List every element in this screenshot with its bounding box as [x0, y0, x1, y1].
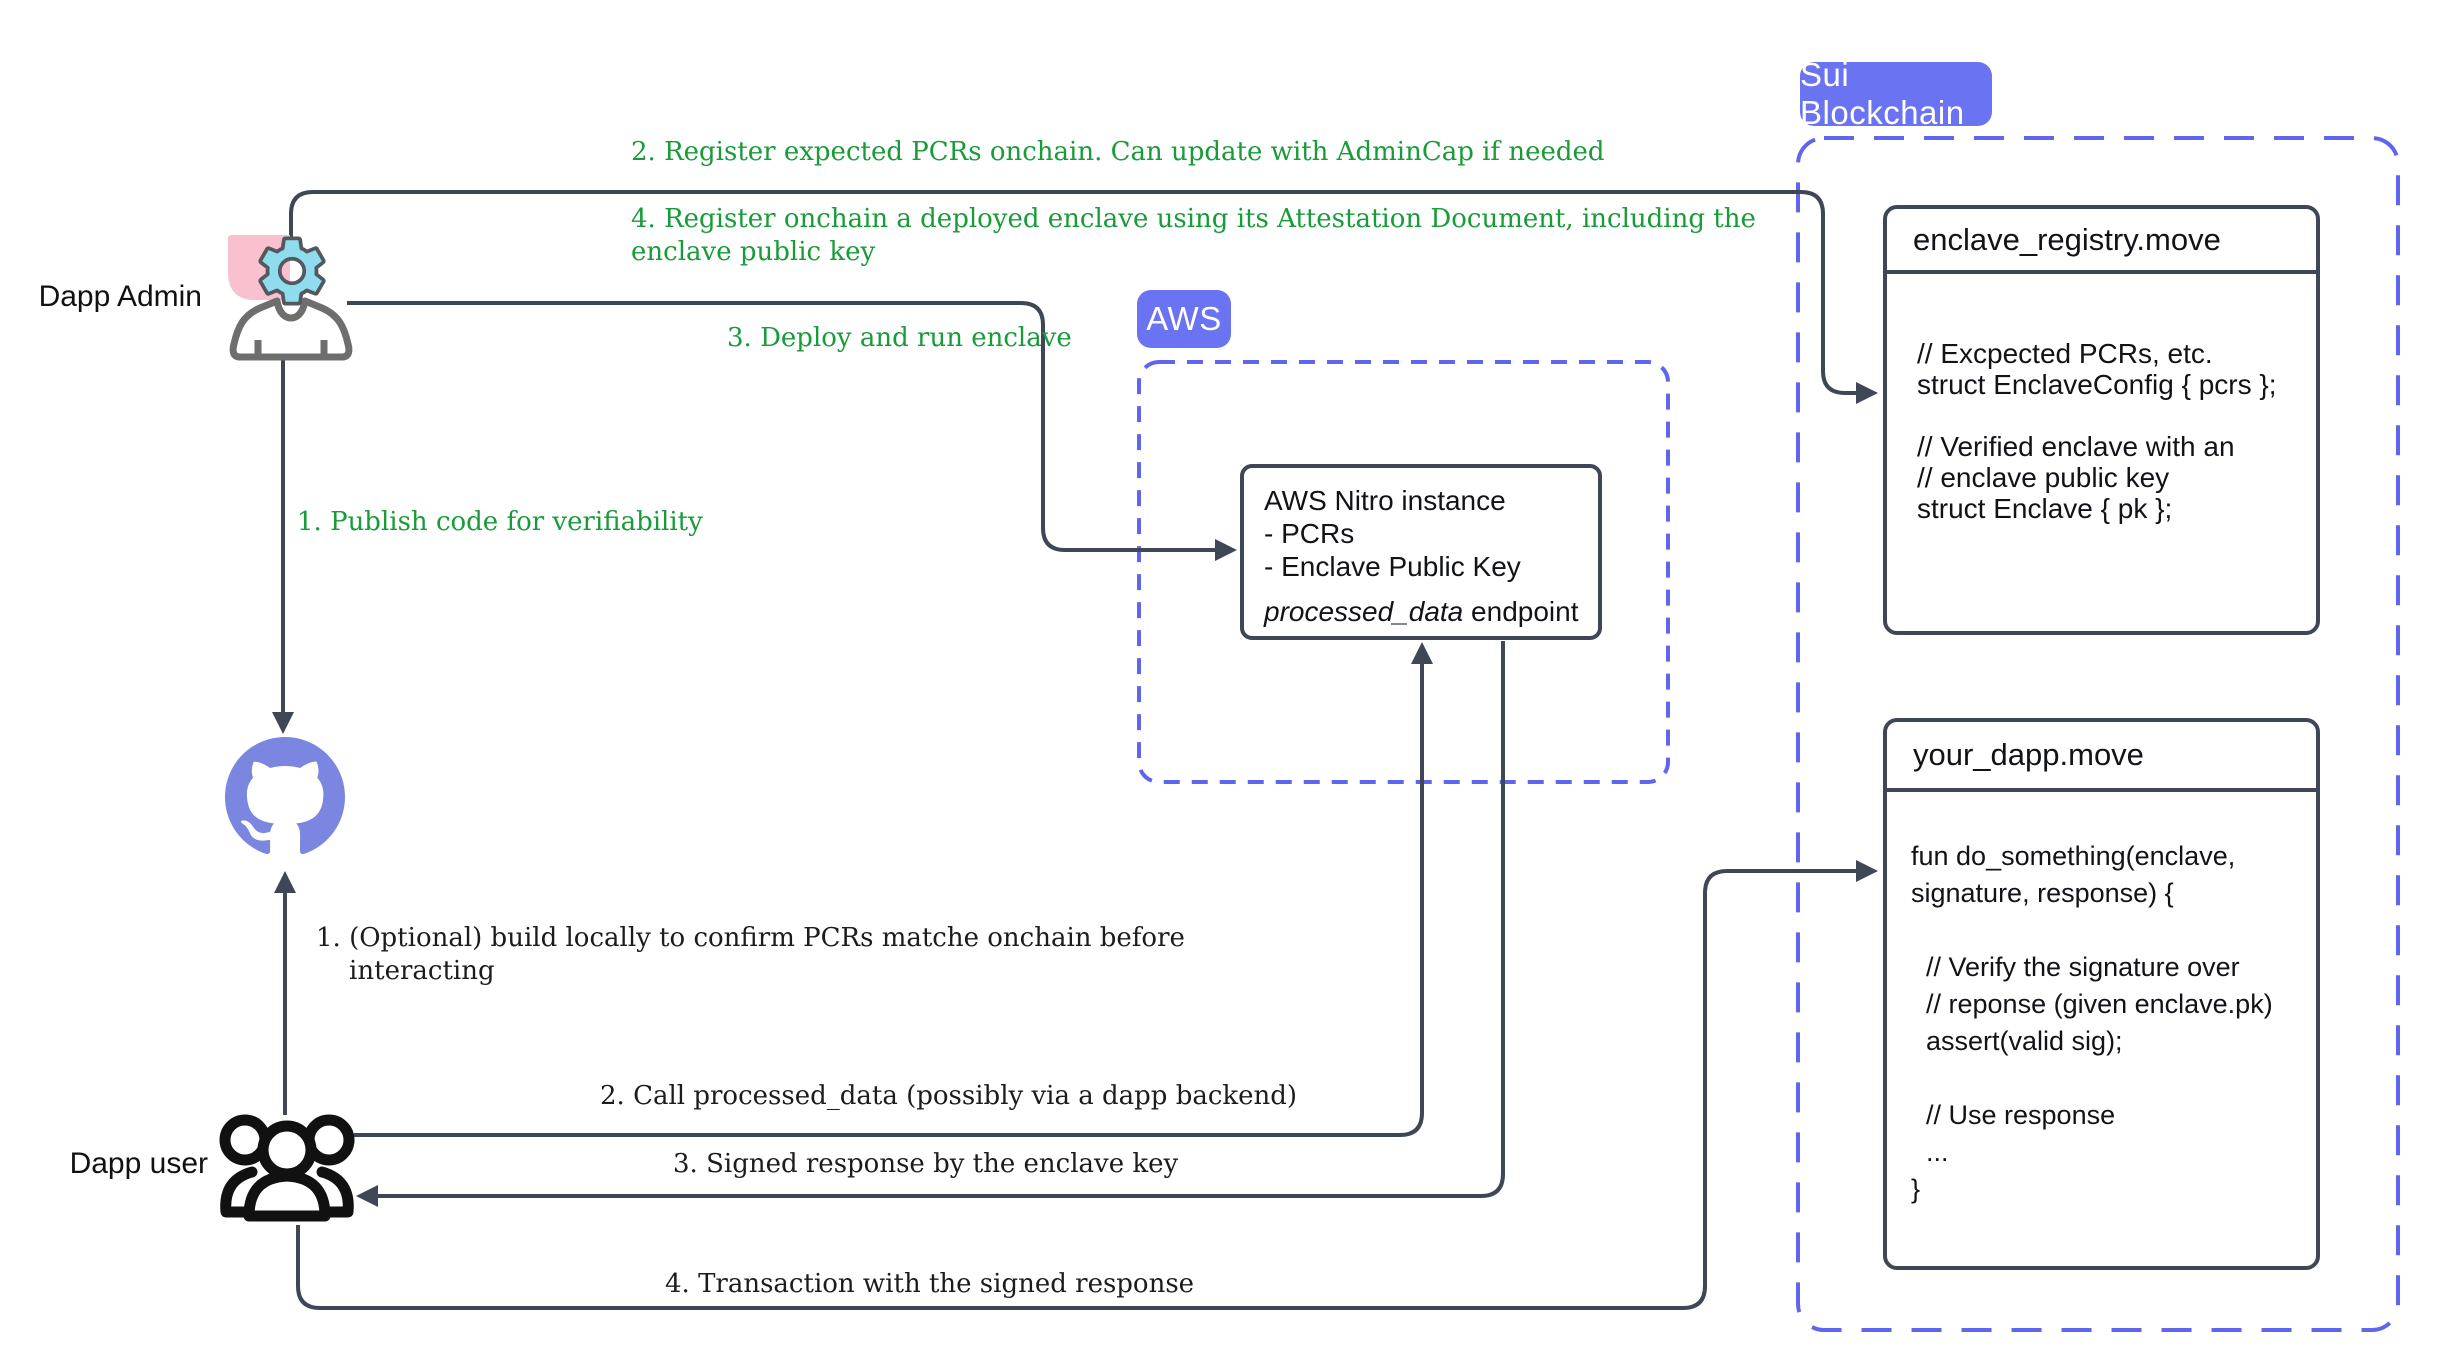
wire-transaction [296, 869, 1856, 1310]
annotation-deploy-enclave: 3. Deploy and run enclave [727, 323, 1072, 353]
your-dapp-move-box: your_dapp.move fun do_something(enclave,… [1883, 718, 2320, 1270]
annotation-call-endpoint: 2. Call processed_data (possibly via a d… [600, 1081, 1298, 1111]
github-icon [225, 737, 345, 855]
annotation-publish-code: 1. Publish code for verifiability [297, 507, 703, 537]
annotation-build-locally: 1. (Optional) build locally to confirm P… [316, 923, 1185, 986]
dapp-user-label: Dapp user [69, 1147, 208, 1180]
shoulder-right [316, 1166, 354, 1218]
your-dapp-title: your_dapp.move [1887, 722, 2316, 792]
users-group-icon [219, 1114, 355, 1222]
front-body [243, 1170, 331, 1222]
annotation-register-enclave: 4. Register onchain a deployed enclave u… [631, 204, 1756, 267]
admin-gear-person-icon [228, 235, 353, 361]
connector-lines [281, 190, 1856, 1310]
arrowhead-signed-response [356, 1185, 378, 1207]
arrowhead-build-locally [274, 871, 296, 893]
person-icon [229, 297, 353, 361]
arrowhead-transaction [1856, 860, 1878, 882]
annotation-signed-response: 3. Signed response by the enclave key [673, 1149, 1179, 1179]
aws-nitro-instance-box: AWS Nitro instance - PCRs - Enclave Publ… [1240, 464, 1602, 640]
shoulder-left [220, 1166, 258, 1218]
wire-register-pcrs [289, 190, 1856, 395]
sui-blockchain-badge: Sui Blockchain [1800, 56, 1992, 131]
enclave-registry-title: enclave_registry.move [1887, 209, 2316, 274]
wire-deploy-enclave [347, 301, 1215, 552]
dapp-admin-label: Dapp Admin [38, 280, 202, 313]
enclave-registry-move-box: enclave_registry.move // Excpected PCRs,… [1883, 205, 2320, 635]
aws-dashed-region [1137, 360, 1670, 784]
front-head [257, 1120, 317, 1180]
arrowhead-publish-code [272, 712, 294, 734]
aws-badge: AWS [1137, 290, 1231, 348]
wire-call-endpoint [354, 664, 1424, 1137]
your-dapp-code: fun do_something(enclave, signature, res… [1911, 841, 2273, 1204]
endpoint-rest: endpoint [1463, 596, 1579, 627]
arrowhead-call-endpoint [1411, 642, 1433, 664]
processed-data-italic: processed_data [1264, 596, 1464, 627]
gear-icon [258, 236, 326, 306]
arrowhead-register-pcrs [1856, 382, 1878, 404]
arrowheads [272, 382, 1878, 1207]
annotation-register-pcrs: 2. Register expected PCRs onchain. Can u… [631, 137, 1605, 167]
annotation-transaction: 4. Transaction with the signed response [665, 1269, 1195, 1299]
processed-data-endpoint-label: processed_data endpoint [1264, 596, 1578, 628]
arrowhead-deploy-enclave [1215, 539, 1237, 561]
dapp-admin-figure [210, 222, 375, 367]
aws-nitro-instance-text: AWS Nitro instance - PCRs - Enclave Publ… [1264, 485, 1521, 582]
sui-blockchain-dashed-region [1796, 136, 2400, 1332]
dapp-user-figure [215, 1108, 360, 1228]
wire-signed-response [378, 641, 1505, 1198]
github-repo [225, 737, 345, 857]
enclave-registry-code: // Excpected PCRs, etc. struct EnclaveCo… [1917, 338, 2277, 524]
